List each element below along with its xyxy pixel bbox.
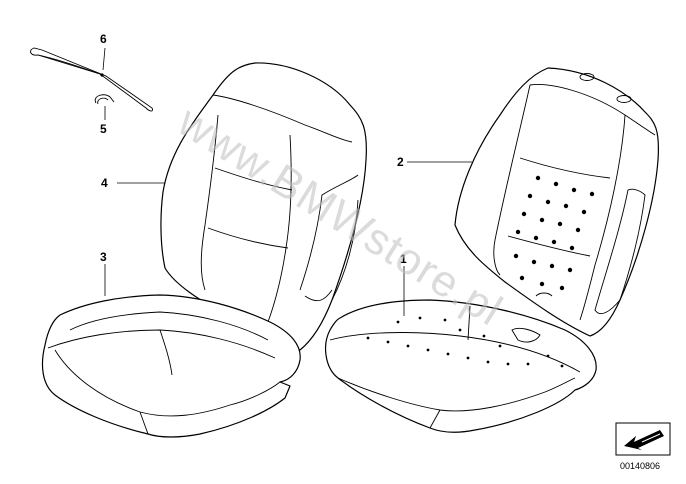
part-4-backrest-cover — [160, 62, 367, 351]
diagram-number: 00140806 — [620, 461, 660, 471]
callout-5: 5 — [100, 122, 107, 136]
callout-4: 4 — [101, 176, 108, 190]
part-2-backrest-frame — [454, 67, 660, 337]
callout-2: 2 — [397, 155, 404, 169]
view-direction-arrow-icon — [615, 422, 671, 456]
callout-leaders — [102, 47, 472, 316]
backrest-vent-holes — [513, 175, 595, 291]
part-1-seat-foam — [324, 299, 597, 433]
seat-foam-stitching — [366, 316, 564, 368]
part-6-cable — [30, 47, 153, 112]
part-3-seat-cover — [41, 294, 301, 438]
callout-1: 1 — [400, 252, 407, 266]
callout-3: 3 — [100, 250, 107, 264]
part-5-clip — [94, 94, 115, 105]
callout-6: 6 — [100, 32, 107, 46]
